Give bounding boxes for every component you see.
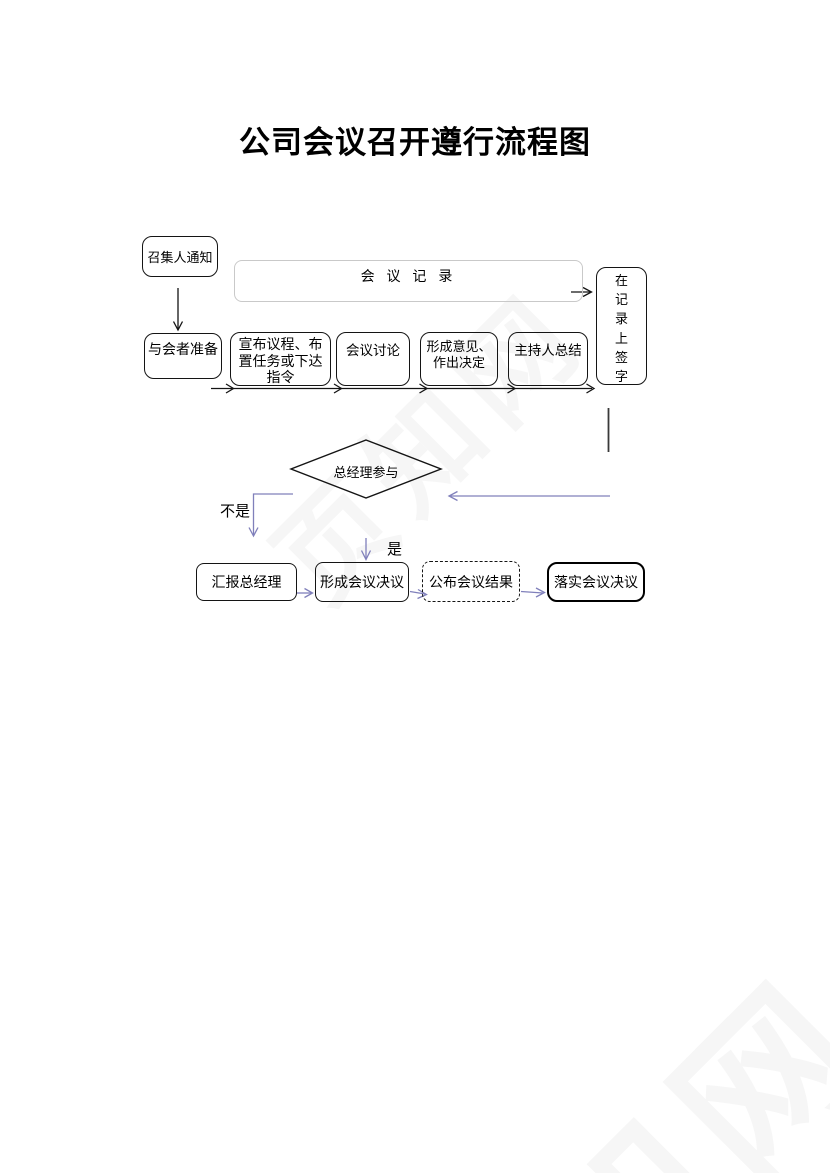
node-meeting-discussion-label: 会议讨论 [346,343,400,358]
node-implement-resolution: 落实会议决议 [547,562,645,602]
node-form-opinions-label: 形成意见、作出决定 [426,339,492,370]
arrowhead-right-icon [333,383,343,394]
node-announce-agenda-label: 宣布议程、布置任务或下达指令 [238,336,323,385]
watermark-bottom: 页知网 [342,912,830,1173]
arrow-publish-to-implement [520,590,544,594]
arrowhead-right-icon [582,286,593,298]
node-meeting-minutes-label: 会 议 记 录 [360,268,457,284]
arrowhead-right-icon [225,383,235,394]
arrowhead-left-icon [447,490,458,502]
node-attendee-prepare: 与会者准备 [144,333,222,379]
node-implement-resolution-label: 落实会议决议 [554,574,638,590]
arrowhead-right-icon [535,587,546,598]
node-meeting-minutes: 会 议 记 录 [234,260,583,302]
arrowhead-right-icon [304,587,314,599]
arrowhead-down-icon [248,527,259,538]
arrowhead-down-icon [172,321,184,332]
node-publish-results: 公布会议结果 [422,561,520,602]
node-convener-notify-label: 召集人通知 [147,250,213,265]
branch-yes-label: 是 [387,541,403,558]
arrow-no-branch [252,493,293,535]
page-title: 公司会议召开遵行流程图 [239,125,591,160]
node-sign-record: 在记录上签字 [596,267,647,385]
node-form-resolution-label: 形成会议决议 [320,574,404,590]
decision-label: 总经理参与 [333,465,399,480]
branch-no-label: 不是 [220,503,251,520]
node-form-opinions: 形成意见、作出决定 [420,332,498,386]
arrowhead-right-icon [586,383,596,394]
node-attendee-prepare-label: 与会者准备 [148,341,218,357]
node-form-resolution: 形成会议决议 [315,562,409,602]
node-report-gm: 汇报总经理 [196,563,297,601]
node-announce-agenda: 宣布议程、布置任务或下达指令 [230,332,331,386]
node-report-gm-label: 汇报总经理 [211,574,282,590]
node-publish-results-label: 公布会议结果 [429,573,513,590]
node-convener-notify: 召集人通知 [142,236,218,277]
node-host-summary-label: 主持人总结 [514,343,582,358]
node-meeting-discussion: 会议讨论 [336,332,410,386]
node-sign-record-label: 在记录上签字 [614,273,628,385]
arrowhead-down-icon [360,550,372,561]
node-host-summary: 主持人总结 [508,332,588,386]
